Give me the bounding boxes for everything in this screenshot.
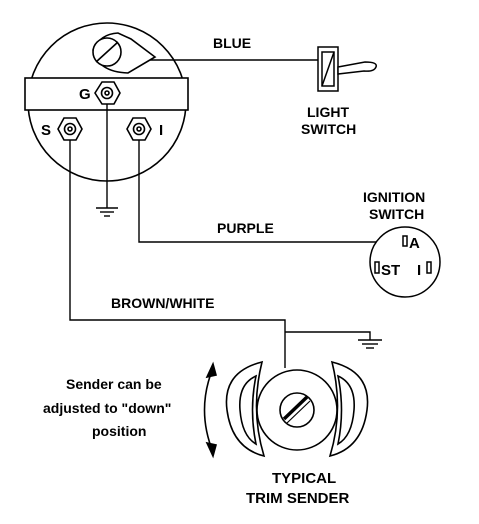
- gauge-terminal-g-label: G: [79, 86, 91, 103]
- light-switch-label-line2: SWITCH: [301, 121, 356, 137]
- ignition-terminal-a-pin: [402, 235, 408, 247]
- purple-wire: [138, 140, 405, 243]
- light-bulb-socket: [92, 32, 157, 74]
- ignition-switch-label-line1: IGNITION: [363, 189, 425, 205]
- ignition-terminal-st-pin: [374, 261, 380, 274]
- gauge-terminal-s-label: S: [41, 122, 51, 139]
- light-switch: [317, 46, 378, 92]
- ground-symbol-sender: [358, 339, 382, 349]
- light-switch-toggle: [337, 61, 378, 75]
- ignition-terminal-st-label: ST: [381, 262, 400, 279]
- blue-wire-label: BLUE: [213, 35, 251, 51]
- trim-sender: [225, 360, 369, 458]
- trim-sender-label-line2: TRIM SENDER: [246, 490, 350, 507]
- sender-note-line2: adjusted to "down": [43, 400, 171, 416]
- terminal-i-nut: [126, 117, 152, 141]
- light-switch-label-line1: LIGHT: [307, 104, 349, 120]
- ignition-switch-body: [369, 226, 441, 298]
- sender-note-line3: position: [92, 423, 146, 439]
- adjustment-arrow: [203, 361, 217, 459]
- sender-note-line1: Sender can be: [66, 376, 162, 392]
- gauge-terminal-i-label: I: [159, 122, 163, 139]
- ground-symbol-gauge: [96, 207, 118, 217]
- ignition-switch-label-line2: SWITCH: [369, 206, 424, 222]
- terminal-s-nut: [57, 117, 83, 141]
- ignition-switch: [369, 226, 441, 298]
- purple-wire-label: PURPLE: [217, 220, 274, 236]
- terminal-g-nut: [94, 81, 121, 105]
- trim-gauge: [24, 22, 189, 182]
- sender-ground-wire: [285, 331, 371, 340]
- brown-white-wire-label: BROWN/WHITE: [111, 295, 214, 311]
- ignition-terminal-a-label: A: [409, 235, 420, 252]
- ignition-terminal-i-pin: [426, 261, 432, 274]
- brown-white-wire: [69, 140, 286, 368]
- trim-sender-label-line1: TYPICAL: [272, 470, 336, 487]
- ignition-terminal-i-label: I: [417, 262, 421, 279]
- sender-adjusting-screw: [279, 392, 315, 428]
